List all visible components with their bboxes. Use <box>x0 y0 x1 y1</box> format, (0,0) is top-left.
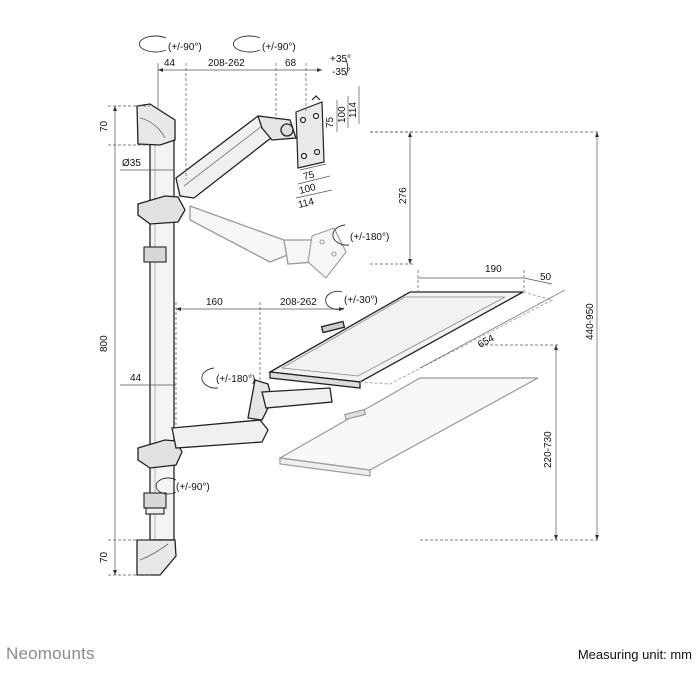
rotation-arrows <box>139 35 350 495</box>
brand-logo-text: Neomounts <box>6 644 95 663</box>
label-tray-depth: 654 <box>476 333 496 351</box>
vesa-head-upper <box>295 95 325 169</box>
label-bottom-bracket: 70 <box>99 551 110 563</box>
dimension-labels: (+/-90°) (+/-90°) 44 208-262 68 +35° -35… <box>99 42 596 563</box>
measuring-unit-note: Measuring unit: mm <box>577 647 692 662</box>
label-arm-span-top: 208-262 <box>208 58 245 69</box>
label-lower-pole-offset: 44 <box>130 373 142 384</box>
label-arm-span-lower: 208-262 <box>280 297 317 308</box>
dimension-lines <box>108 63 600 576</box>
label-tray-edge: 50 <box>540 272 552 283</box>
label-top-offset: 44 <box>164 58 176 69</box>
keyboard-tray-upper <box>267 291 554 389</box>
label-top-bracket: 70 <box>99 120 110 132</box>
label-vesa-h114: 114 <box>297 196 316 211</box>
label-tray-tilt: (+/-30°) <box>344 295 378 306</box>
pole <box>149 119 175 541</box>
label-vesa-h100: 100 <box>298 182 317 197</box>
label-tilt-down: -35° <box>332 67 350 78</box>
lower-keyboard-arm <box>137 379 333 469</box>
upper-monitor-arm <box>137 115 315 265</box>
label-tray-width: 190 <box>485 264 502 275</box>
label-vesa-h75: 75 <box>302 169 316 182</box>
dimension-ticks <box>113 68 599 575</box>
label-lower-offset: 160 <box>206 297 223 308</box>
label-vesa-v114: 114 <box>348 102 359 118</box>
label-vesa-v100: 100 <box>337 106 348 123</box>
label-vesa-v75: 75 <box>325 116 336 128</box>
label-pole-diameter: Ø35 <box>122 158 141 169</box>
label-tilt-up: +35° <box>330 54 351 65</box>
label-tray-height-range: 220-730 <box>543 431 554 468</box>
pole-clamps <box>143 246 167 515</box>
label-rot-top-left: (+/-90°) <box>168 42 202 53</box>
label-overall-height: 440-950 <box>585 303 596 340</box>
keyboard-tray-lower <box>278 377 539 477</box>
label-pole-length: 800 <box>99 335 110 352</box>
label-head-offset: 68 <box>285 58 297 69</box>
label-monitor-rotation: (+/-180°) <box>350 232 389 243</box>
mounting-dimension-drawing: (+/-90°) (+/-90°) 44 208-262 68 +35° -35… <box>99 35 600 576</box>
label-monitor-travel: 276 <box>398 187 409 204</box>
top-wall-bracket <box>136 103 176 146</box>
vesa-head-rotated <box>307 227 347 279</box>
bottom-wall-bracket <box>136 539 177 576</box>
label-rot-top-right: (+/-90°) <box>262 42 296 53</box>
label-lower-pivot: (+/-90°) <box>176 482 210 493</box>
label-lower-rotation: (+/-180°) <box>216 374 255 385</box>
